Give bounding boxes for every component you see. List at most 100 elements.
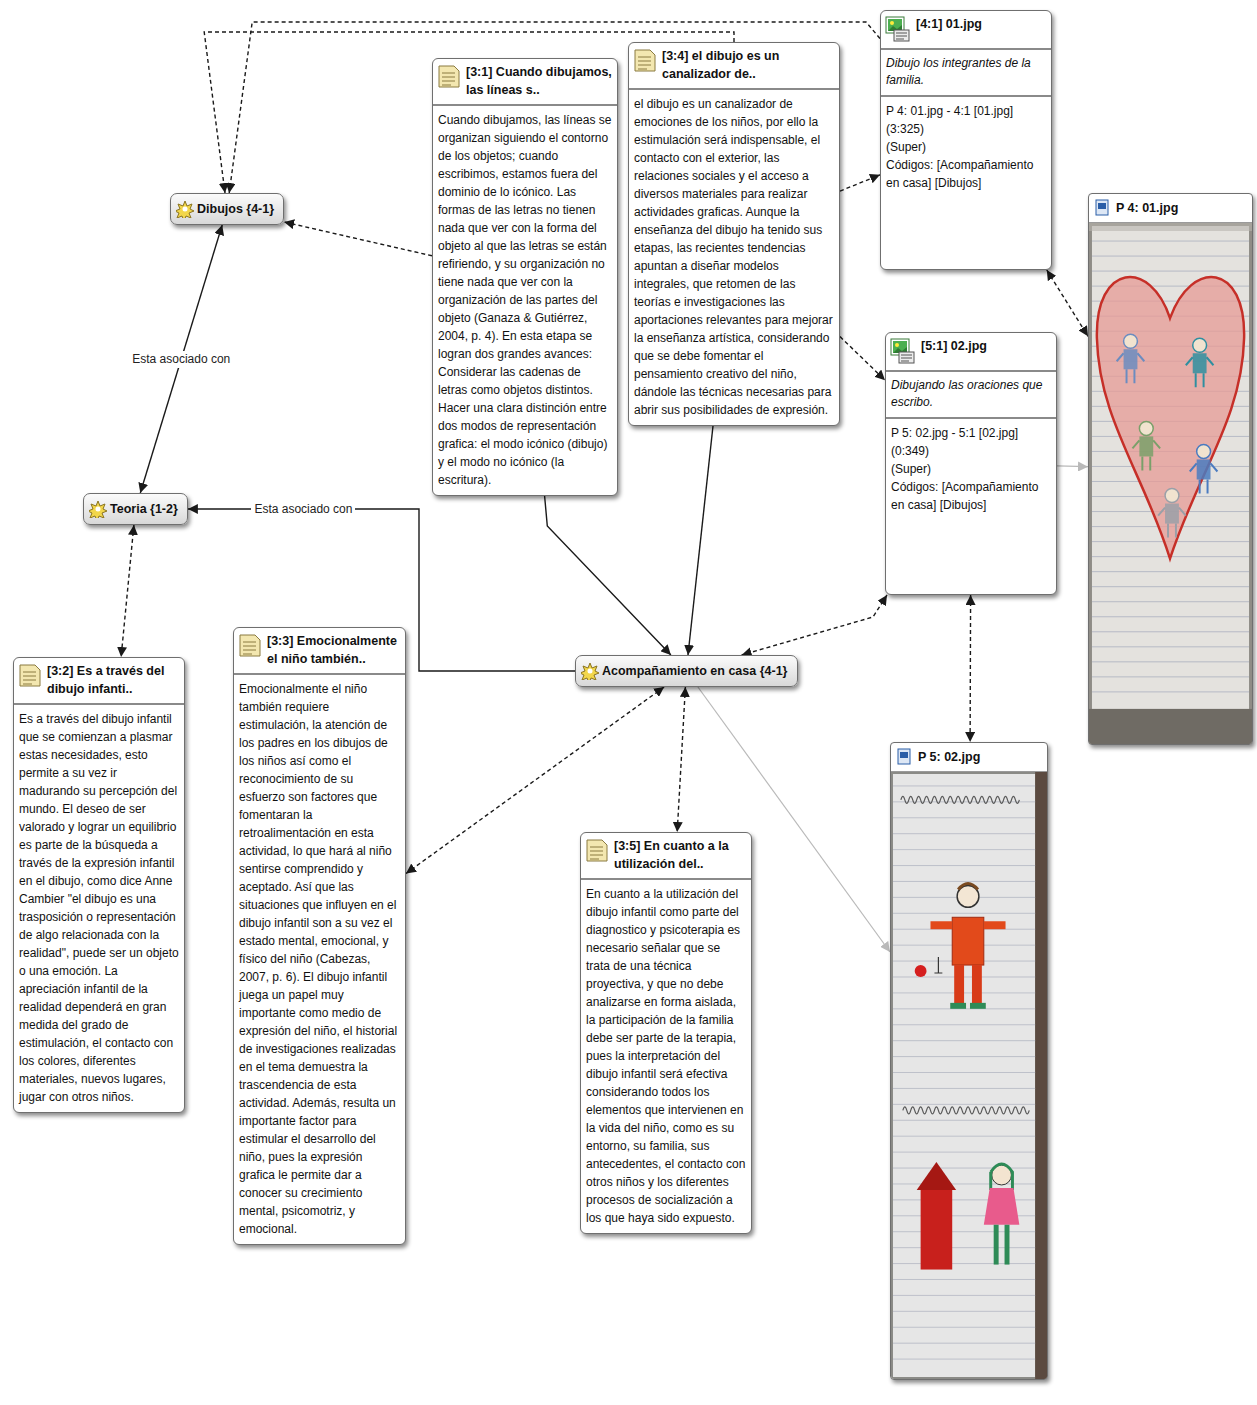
child-drawing-photo-part xyxy=(1092,271,1249,272)
child-drawing-photo-part xyxy=(1092,646,1249,647)
child-drawing-photo-part xyxy=(1092,691,1249,692)
quote-body: el dibujo es un canalizador de emociones… xyxy=(629,90,839,425)
quote-title: [3:1] Cuando dibujamos, las líneas s.. xyxy=(466,63,612,99)
note-icon-part xyxy=(240,635,260,656)
code-icon-part xyxy=(96,507,101,512)
quote-header: [4:1] 01.jpg xyxy=(881,11,1051,50)
child-drawing-photo-part xyxy=(893,1327,1035,1328)
child-drawing-photo-part xyxy=(1165,504,1179,524)
quote-body: Es a través del dibujo infantil que se c… xyxy=(14,705,184,1112)
connector-line xyxy=(840,175,880,191)
child-drawing-photo-part xyxy=(1089,223,1252,231)
child-drawing-photo-part xyxy=(893,849,1035,850)
note-icon xyxy=(633,47,657,73)
document-title: P 5: 02.jpg xyxy=(918,750,980,764)
note-icon xyxy=(18,662,42,688)
note-icon-part xyxy=(23,672,36,684)
connector-line xyxy=(284,222,432,256)
quote-title: [3:2] Es a través del dibujo infanti.. xyxy=(47,662,179,698)
child-drawing-photo-part xyxy=(1158,508,1186,538)
child-drawing-photo-part xyxy=(893,1088,1035,1089)
image-icon-part xyxy=(894,30,909,41)
connector-line xyxy=(545,496,671,655)
connector-line xyxy=(969,595,971,742)
connector-line xyxy=(1057,465,1088,467)
quote-title: [5:1] 02.jpg xyxy=(921,337,987,355)
child-drawing-photo-part xyxy=(950,1003,966,1009)
child-drawing-photo-part xyxy=(893,1104,1035,1105)
image-icon-part xyxy=(895,343,899,347)
child-drawing-photo-part xyxy=(1092,571,1249,572)
note-icon-part xyxy=(590,847,603,859)
note-icon-part xyxy=(439,66,459,87)
child-drawing-photo-part xyxy=(893,1120,1035,1121)
image-icon-part xyxy=(890,21,894,25)
connector-line xyxy=(742,595,887,655)
child-drawing-photo-part xyxy=(893,1311,1035,1312)
child-drawing-photo xyxy=(891,772,1047,1379)
child-drawing-photo-part xyxy=(893,774,1035,1377)
quote-title: [3:4] el dibujo es un canalizador de.. xyxy=(662,47,834,83)
note-icon-part xyxy=(635,50,655,71)
child-drawing-photo-part xyxy=(1139,436,1153,456)
quotation-box: [3:3] Emocionalmente el niño también.. Em… xyxy=(233,627,406,1245)
document-icon-part xyxy=(898,749,910,764)
child-drawing-photo-part xyxy=(1092,226,1249,709)
quote-body: Emocionalmente el niño también requiere … xyxy=(234,675,405,1244)
child-drawing-photo-part xyxy=(1139,421,1153,435)
child-drawing-photo-part xyxy=(893,1136,1035,1137)
image-icon-part xyxy=(901,355,912,361)
child-drawing-photo-part xyxy=(893,1072,1035,1073)
code-node: Teoria {1-2} xyxy=(83,493,188,525)
quote-title: [3:3] Emocionalmente el niño también.. xyxy=(267,632,400,668)
quotation-box: [3:2] Es a través del dibujo infanti.. Es… xyxy=(13,657,185,1113)
code-icon-part xyxy=(176,201,194,218)
child-drawing-photo-part xyxy=(917,1162,956,1190)
note-icon-part xyxy=(20,665,40,686)
child-drawing-photo-part xyxy=(893,1279,1035,1280)
child-drawing-photo-part xyxy=(893,1168,1035,1169)
code-node: Acompañamiento en casa {4-1} xyxy=(575,655,798,687)
code-icon xyxy=(89,500,107,518)
document-header: P 5: 02.jpg xyxy=(891,743,1047,772)
child-drawing-photo-part xyxy=(893,1024,1035,1025)
image-icon xyxy=(890,337,916,365)
quote-meta: (Super) xyxy=(881,138,1051,156)
note-icon-part xyxy=(442,73,455,85)
child-drawing-photo-part xyxy=(891,772,1047,1379)
document-icon-part xyxy=(1096,200,1108,215)
document-header: P 4: 01.jpg xyxy=(1089,194,1252,223)
code-node: Dibujos {4-1} xyxy=(170,193,284,225)
document-icon xyxy=(1095,199,1111,217)
child-drawing-photo-part xyxy=(1186,357,1214,387)
note-icon-part xyxy=(587,840,607,861)
connector-line xyxy=(840,337,885,381)
child-drawing-photo-part xyxy=(934,957,942,973)
child-drawing-photo-part xyxy=(972,965,982,1005)
code-icon-part xyxy=(89,501,107,518)
photo-area xyxy=(891,772,1047,1379)
child-drawing-photo-part xyxy=(984,1188,1020,1225)
quote-title: [4:1] 01.jpg xyxy=(916,15,982,33)
child-drawing-photo-part xyxy=(1092,616,1249,617)
child-drawing-photo-part xyxy=(1092,601,1249,602)
child-drawing-photo-part xyxy=(1124,334,1138,348)
child-drawing-photo-part xyxy=(991,1164,1013,1190)
note-icon-part xyxy=(638,57,651,69)
child-drawing-photo-part xyxy=(1197,444,1211,458)
child-drawing-photo-part xyxy=(1097,277,1244,559)
code-label: Teoria {1-2} xyxy=(110,502,178,516)
connector-line xyxy=(677,687,685,832)
image-document-box: P 4: 01.jpg xyxy=(1088,193,1253,745)
document-icon-part xyxy=(1098,203,1106,209)
edge-label: Esta asociado con xyxy=(251,501,355,518)
child-drawing-photo-part xyxy=(1092,241,1249,242)
child-drawing-photo-part xyxy=(952,917,984,965)
child-drawing-photo-part xyxy=(893,785,1035,786)
child-drawing-photo-part xyxy=(1193,338,1207,352)
child-drawing-photo-part xyxy=(893,913,1035,914)
note-icon-part xyxy=(243,642,256,654)
child-drawing-photo-part xyxy=(893,1359,1035,1360)
child-drawing-photo-part xyxy=(901,796,1019,803)
document-icon xyxy=(897,748,913,766)
